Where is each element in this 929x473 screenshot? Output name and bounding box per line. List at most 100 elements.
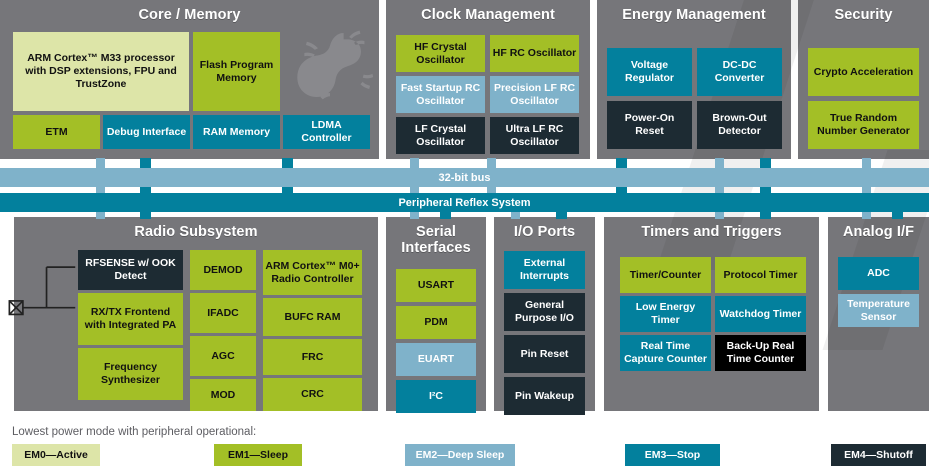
block-dc-dc-converter[interactable]: DC-DC Converter [697, 48, 782, 96]
block-debug-interface[interactable]: Debug Interface [103, 115, 190, 149]
panel-timers-and-triggers: Timers and Triggers Timer/Counter Protoc… [604, 217, 819, 411]
block-demod[interactable]: DEMOD [190, 250, 256, 290]
block-label: LDMA Controller [301, 119, 352, 144]
block-label: ADC [867, 267, 890, 280]
bus-stub [715, 158, 724, 170]
block-label: PDM [424, 316, 448, 329]
block-ram-memory[interactable]: RAM Memory [193, 115, 280, 149]
panel-clock-management: Clock Management HF Crystal Oscillator H… [386, 0, 590, 159]
block-label: Brown-Out Detector [712, 112, 767, 137]
block-fast-startup-rc-oscillator[interactable]: Fast Startup RC Oscillator [396, 76, 485, 113]
block-ifadc[interactable]: IFADC [190, 293, 256, 333]
block-ldma-controller[interactable]: LDMA Controller [283, 115, 370, 149]
block-adc[interactable]: ADC [838, 257, 919, 290]
legend-item-label: EM4—Shutoff [844, 449, 913, 461]
block-precision-lf-rc-oscillator[interactable]: Precision LF RC Oscillator [490, 76, 579, 113]
block-etm[interactable]: ETM [13, 115, 100, 149]
block-label: I²C [429, 390, 443, 403]
bus-stub [487, 158, 496, 170]
panel-core-memory: Core / Memory ARM Cortex™ M33 processor … [0, 0, 379, 159]
block-agc[interactable]: AGC [190, 336, 256, 376]
block-frequency-synthesizer[interactable]: Frequency Synthesizer [78, 348, 183, 400]
block-arm-cortex-m0-radio-controller[interactable]: ARM Cortex™ M0+ Radio Controller [263, 250, 362, 295]
panel-title-radio-subsystem: Radio Subsystem [134, 224, 258, 240]
bus-peripheral-reflex-system: Peripheral Reflex System [0, 193, 929, 212]
block-protocol-timer[interactable]: Protocol Timer [715, 257, 806, 293]
bus-stub [96, 210, 105, 219]
panel-security: Security Crypto Acceleration True Random… [798, 0, 929, 159]
block-label: EUART [417, 353, 455, 366]
panel-serial-interfaces: Serial Interfaces USART PDM EUART I²C [386, 217, 486, 413]
block-label: Protocol Timer [723, 268, 798, 281]
block-arm-cortex-m33[interactable]: ARM Cortex™ M33 processor with DSP exten… [13, 32, 189, 111]
block-pdm[interactable]: PDM [396, 306, 476, 339]
block-timer-counter[interactable]: Timer/Counter [620, 257, 711, 293]
block-label: Temperature Sensor [847, 297, 910, 323]
block-general-purpose-io[interactable]: General Purpose I/O [504, 293, 585, 331]
block-label: General Purpose I/O [515, 299, 574, 324]
block-crc[interactable]: CRC [263, 378, 362, 411]
block-power-on-reset[interactable]: Power-On Reset [607, 101, 692, 149]
block-euart[interactable]: EUART [396, 343, 476, 376]
antenna-icon [8, 266, 76, 316]
panel-title-serial-interfaces: Serial Interfaces [401, 224, 471, 257]
bus-stub [760, 210, 771, 219]
bus-32bit-label: 32-bit bus [438, 171, 491, 184]
block-low-energy-timer[interactable]: Low Energy Timer [620, 296, 711, 332]
block-watchdog-timer[interactable]: Watchdog Timer [715, 296, 806, 332]
legend-item-label: EM1—Sleep [227, 449, 289, 461]
block-ultra-lf-rc-oscillator[interactable]: Ultra LF RC Oscillator [490, 117, 579, 154]
block-voltage-regulator[interactable]: Voltage Regulator [607, 48, 692, 96]
block-usart[interactable]: USART [396, 269, 476, 302]
block-true-random-number-generator[interactable]: True Random Number Generator [808, 101, 919, 149]
block-label: ARM Cortex™ M33 processor with DSP exten… [25, 52, 177, 90]
bus-stub [862, 158, 871, 170]
panel-title-clock-management: Clock Management [421, 7, 555, 23]
block-label: RFSENSE w/ OOK Detect [85, 257, 176, 282]
legend-item-em2[interactable]: EM2—Deep Sleep [405, 444, 515, 466]
block-label: Power-On Reset [624, 112, 675, 137]
legend-item-em3[interactable]: EM3—Stop [625, 444, 720, 466]
legend-item-em1[interactable]: EM1—Sleep [214, 444, 302, 466]
block-label: Pin Reset [520, 347, 569, 360]
block-hf-crystal-oscillator[interactable]: HF Crystal Oscillator [396, 35, 485, 72]
block-label: Real Time Capture Counter [624, 340, 707, 365]
block-pin-reset[interactable]: Pin Reset [504, 335, 585, 373]
block-backup-real-time-counter[interactable]: Back-Up Real Time Counter [715, 335, 806, 371]
block-i2c[interactable]: I²C [396, 380, 476, 413]
block-label: Ultra LF RC Oscillator [505, 122, 564, 148]
legend-item-em0[interactable]: EM0—Active [12, 444, 100, 466]
block-pin-wakeup[interactable]: Pin Wakeup [504, 377, 585, 415]
block-real-time-capture-counter[interactable]: Real Time Capture Counter [620, 335, 711, 371]
block-flash-program-memory[interactable]: Flash Program Memory [193, 32, 280, 111]
block-mod[interactable]: MOD [190, 379, 256, 411]
block-label: RX/TX Frontend with Integrated PA [84, 306, 177, 331]
block-crypto-acceleration[interactable]: Crypto Acceleration [808, 48, 919, 96]
block-label: DEMOD [203, 263, 243, 276]
bus-stub [410, 158, 419, 170]
block-label: IFADC [207, 306, 239, 319]
block-label: Timer/Counter [629, 268, 702, 281]
block-label: Crypto Acceleration [813, 65, 914, 78]
block-frc[interactable]: FRC [263, 339, 362, 375]
block-label: Pin Wakeup [514, 389, 575, 402]
block-label: AGC [211, 349, 235, 362]
block-temperature-sensor[interactable]: Temperature Sensor [838, 294, 919, 327]
bus-stub [715, 210, 724, 219]
block-rfsense-ook-detect[interactable]: RFSENSE w/ OOK Detect [78, 250, 183, 290]
block-label: Back-Up Real Time Counter [726, 340, 795, 365]
legend-item-label: EM3—Stop [644, 449, 701, 461]
bus-stub [715, 185, 724, 195]
block-brown-out-detector[interactable]: Brown-Out Detector [697, 101, 782, 149]
bus-stub [96, 185, 105, 195]
block-label: HF RC Oscillator [492, 47, 577, 60]
block-lf-crystal-oscillator[interactable]: LF Crystal Oscillator [396, 117, 485, 154]
block-hf-rc-oscillator[interactable]: HF RC Oscillator [490, 35, 579, 72]
block-label: Fast Startup RC Oscillator [400, 81, 481, 107]
block-label: DC-DC Converter [714, 59, 765, 84]
block-label: LF Crystal Oscillator [414, 122, 467, 148]
block-bufc-ram[interactable]: BUFC RAM [263, 298, 362, 336]
block-rx-tx-frontend[interactable]: RX/TX Frontend with Integrated PA [78, 293, 183, 345]
block-external-interrupts[interactable]: External Interrupts [504, 251, 585, 289]
legend-item-em4[interactable]: EM4—Shutoff [831, 444, 926, 466]
